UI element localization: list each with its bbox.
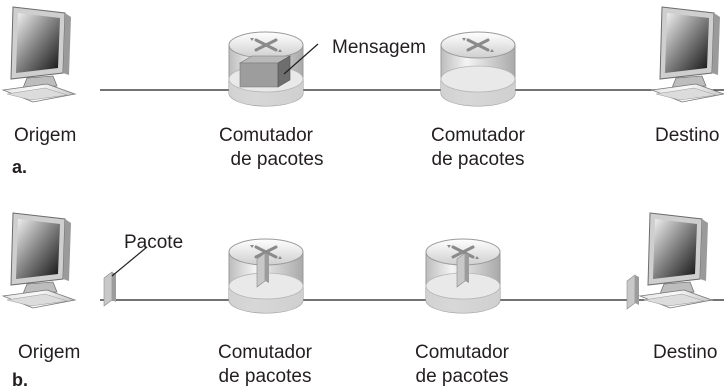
switch-label: Comutador de pacotes <box>199 341 331 389</box>
switch-label: Comutador de pacotes <box>412 124 544 172</box>
source-label: Origem <box>18 342 81 363</box>
panel-b <box>2 212 724 315</box>
switch-label: Comutador de pacotes <box>396 341 528 389</box>
callout-label-packet: Pacote <box>124 232 184 253</box>
switch-label-line: de pacotes <box>218 366 312 387</box>
packet-icon <box>456 252 470 288</box>
destination-label: Destino <box>653 342 718 363</box>
source-host-icon <box>2 6 76 103</box>
switch-label-line: de pacotes <box>230 149 324 170</box>
switch-label-line: Comutador <box>431 125 525 146</box>
callout-leader <box>111 246 148 277</box>
panel-a <box>2 6 724 108</box>
panel-tag: a. <box>12 157 28 177</box>
source-label: Origem <box>14 125 77 146</box>
panel-tag: b. <box>12 370 28 390</box>
switch-label-line: Comutador <box>415 342 509 363</box>
packet-icon <box>626 274 640 310</box>
source-host-icon <box>2 212 76 309</box>
switch-label-line: de pacotes <box>415 366 509 387</box>
packet-icon <box>256 252 270 288</box>
switch-label-line: Comutador <box>219 125 313 146</box>
destination-host-icon <box>639 212 713 309</box>
switch-label: Comutador de pacotes <box>200 124 332 172</box>
message-block-icon <box>238 55 292 88</box>
callout-leader <box>283 43 319 75</box>
switch-label-line: de pacotes <box>431 149 525 170</box>
packet-icon <box>103 271 117 307</box>
callout-label-message: Mensagem <box>332 37 426 58</box>
packet-switch-icon <box>439 30 517 108</box>
destination-label: Destino <box>655 125 720 146</box>
destination-host-icon <box>651 6 724 103</box>
switch-label-line: Comutador <box>218 342 312 363</box>
